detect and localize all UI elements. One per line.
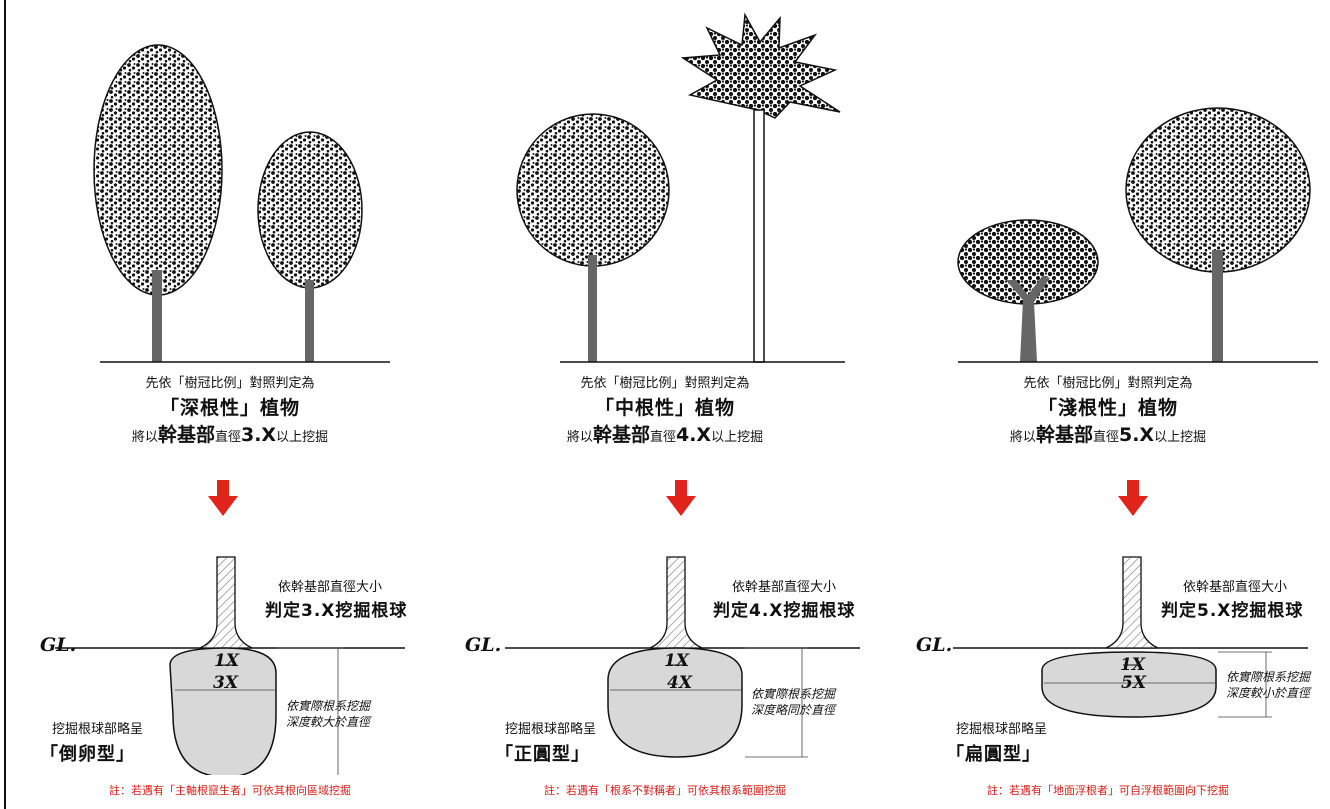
rootball-diagram xyxy=(953,556,1308,718)
trunk-diameter-label: 1X xyxy=(664,651,690,671)
palm-trunk xyxy=(753,109,765,363)
rootball-round xyxy=(607,647,743,758)
rootball-diameter-label: 5X xyxy=(1121,673,1147,693)
trunk-base-hatched xyxy=(199,556,253,649)
depth-note: 依實際根系挖掘 深度較小於直徑 xyxy=(1226,670,1311,700)
ground-level-label: GL. xyxy=(916,634,953,656)
judge-caption: 依幹基部直徑大小 xyxy=(732,580,837,595)
spreading-tree-crown xyxy=(957,219,1099,305)
crown-ratio-text: 先依「樹冠比例」對照判定為 xyxy=(1023,376,1193,391)
rootball-section-deep: GL. 1X 3X 依幹基部直徑大小 判定3.X挖掘根球 依實際根系挖掘 深度較… xyxy=(10,545,450,775)
shape-caption: 挖掘根球部略呈 xyxy=(956,722,1048,737)
ground-level-label: GL. xyxy=(40,634,77,656)
judge-caption: 依幹基部直徑大小 xyxy=(278,580,383,595)
dig-rule-text: 將以幹基部直徑5.X以上挖掘 xyxy=(1009,424,1207,446)
footnote: 註：若遇有「地面浮根者」可自浮根範圍向下挖掘 xyxy=(987,784,1229,797)
judge-caption: 依幹基部直徑大小 xyxy=(1183,580,1288,595)
root-type-title: 「淺根性」植物 xyxy=(1037,397,1178,419)
root-type-title: 「中根性」植物 xyxy=(594,397,735,419)
round-tree-crown xyxy=(516,113,670,267)
panel-deep-root: 先依「樹冠比例」對照判定為 「深根性」植物 將以幹基部直徑3.X以上挖掘 GL.… xyxy=(10,0,450,809)
trees-illustration-shallow xyxy=(957,107,1318,363)
trunk-base-hatched xyxy=(1105,556,1159,649)
round-tree-trunk xyxy=(588,255,597,362)
columnar-tree-crown xyxy=(93,44,223,296)
crown-ratio-text: 先依「樹冠比例」對照判定為 xyxy=(145,376,315,391)
panel-mid-root: 先依「樹冠比例」對照判定為 「中根性」植物 將以幹基部直徑4.X以上挖掘 GL.… xyxy=(445,0,885,809)
large-round-tree-trunk xyxy=(1212,250,1223,362)
footnote: 註：若遇有「根系不對稱者」可依其根系範圍挖掘 xyxy=(544,784,786,797)
trunk-diameter-label: 1X xyxy=(214,651,240,671)
rootball-inverted-egg xyxy=(169,647,277,775)
shape-name: 「正圓型」 xyxy=(495,744,590,765)
spreading-tree-trunk xyxy=(1006,275,1050,362)
large-round-tree-crown xyxy=(1125,107,1311,273)
judge-title: 判定4.X挖掘根球 xyxy=(713,601,856,621)
dig-rule-text: 將以幹基部直徑3.X以上挖掘 xyxy=(131,424,329,446)
ground-level-label: GL. xyxy=(465,634,502,656)
judge-title: 判定5.X挖掘根球 xyxy=(1161,601,1304,621)
oval-tree-crown xyxy=(257,131,363,289)
oval-tree-trunk xyxy=(305,280,314,362)
panel-shallow-root: 先依「樹冠比例」對照判定為 「淺根性」植物 將以幹基部直徑5.X以上挖掘 GL.… xyxy=(888,0,1328,809)
down-arrow-icon xyxy=(666,480,696,516)
palm-fronds xyxy=(680,12,841,119)
rootball-diagram xyxy=(505,556,860,758)
judge-title: 判定3.X挖掘根球 xyxy=(265,601,408,621)
columnar-tree-trunk xyxy=(152,270,162,362)
classification-label: 先依「樹冠比例」對照判定為 「中根性」植物 將以幹基部直徑4.X以上挖掘 xyxy=(445,375,885,450)
shape-name: 「倒卵型」 xyxy=(40,744,135,765)
rootball-flat xyxy=(1041,651,1217,718)
rootball-diameter-label: 4X xyxy=(667,673,693,693)
dig-rule-text: 將以幹基部直徑4.X以上挖掘 xyxy=(566,424,764,446)
down-arrow-icon xyxy=(1118,480,1148,516)
depth-note: 依實際根系挖掘 深度略同於直徑 xyxy=(751,687,836,717)
footnote: 註：若遇有「主軸根竄生者」可依其根向區域挖掘 xyxy=(109,784,351,797)
trees-illustration-deep xyxy=(93,44,390,363)
trunk-diameter-label: 1X xyxy=(1120,655,1146,675)
trees-illustration-mid xyxy=(516,12,845,363)
down-arrow-icon xyxy=(208,480,238,516)
shape-name: 「扁圓型」 xyxy=(946,744,1041,765)
trunk-base-hatched xyxy=(649,556,703,649)
shape-caption: 挖掘根球部略呈 xyxy=(52,722,144,737)
crown-ratio-text: 先依「樹冠比例」對照判定為 xyxy=(580,376,750,391)
classification-label: 先依「樹冠比例」對照判定為 「深根性」植物 將以幹基部直徑3.X以上挖掘 xyxy=(10,375,450,450)
depth-note: 依實際根系挖掘 深度較大於直徑 xyxy=(286,699,371,729)
classification-label: 先依「樹冠比例」對照判定為 「淺根性」植物 將以幹基部直徑5.X以上挖掘 xyxy=(888,375,1328,450)
rootball-section-mid: GL. 1X 4X 依幹基部直徑大小 判定4.X挖掘根球 依實際根系挖掘 深度略… xyxy=(445,545,885,775)
left-border-line xyxy=(4,0,6,809)
rootball-diagram xyxy=(55,556,405,775)
rootball-diameter-label: 3X xyxy=(213,673,239,693)
rootball-section-shallow: GL. 1X 5X 依幹基部直徑大小 判定5.X挖掘根球 依實際根系挖掘 深度較… xyxy=(888,545,1328,775)
root-type-title: 「深根性」植物 xyxy=(159,397,300,419)
shape-caption: 挖掘根球部略呈 xyxy=(505,722,597,737)
